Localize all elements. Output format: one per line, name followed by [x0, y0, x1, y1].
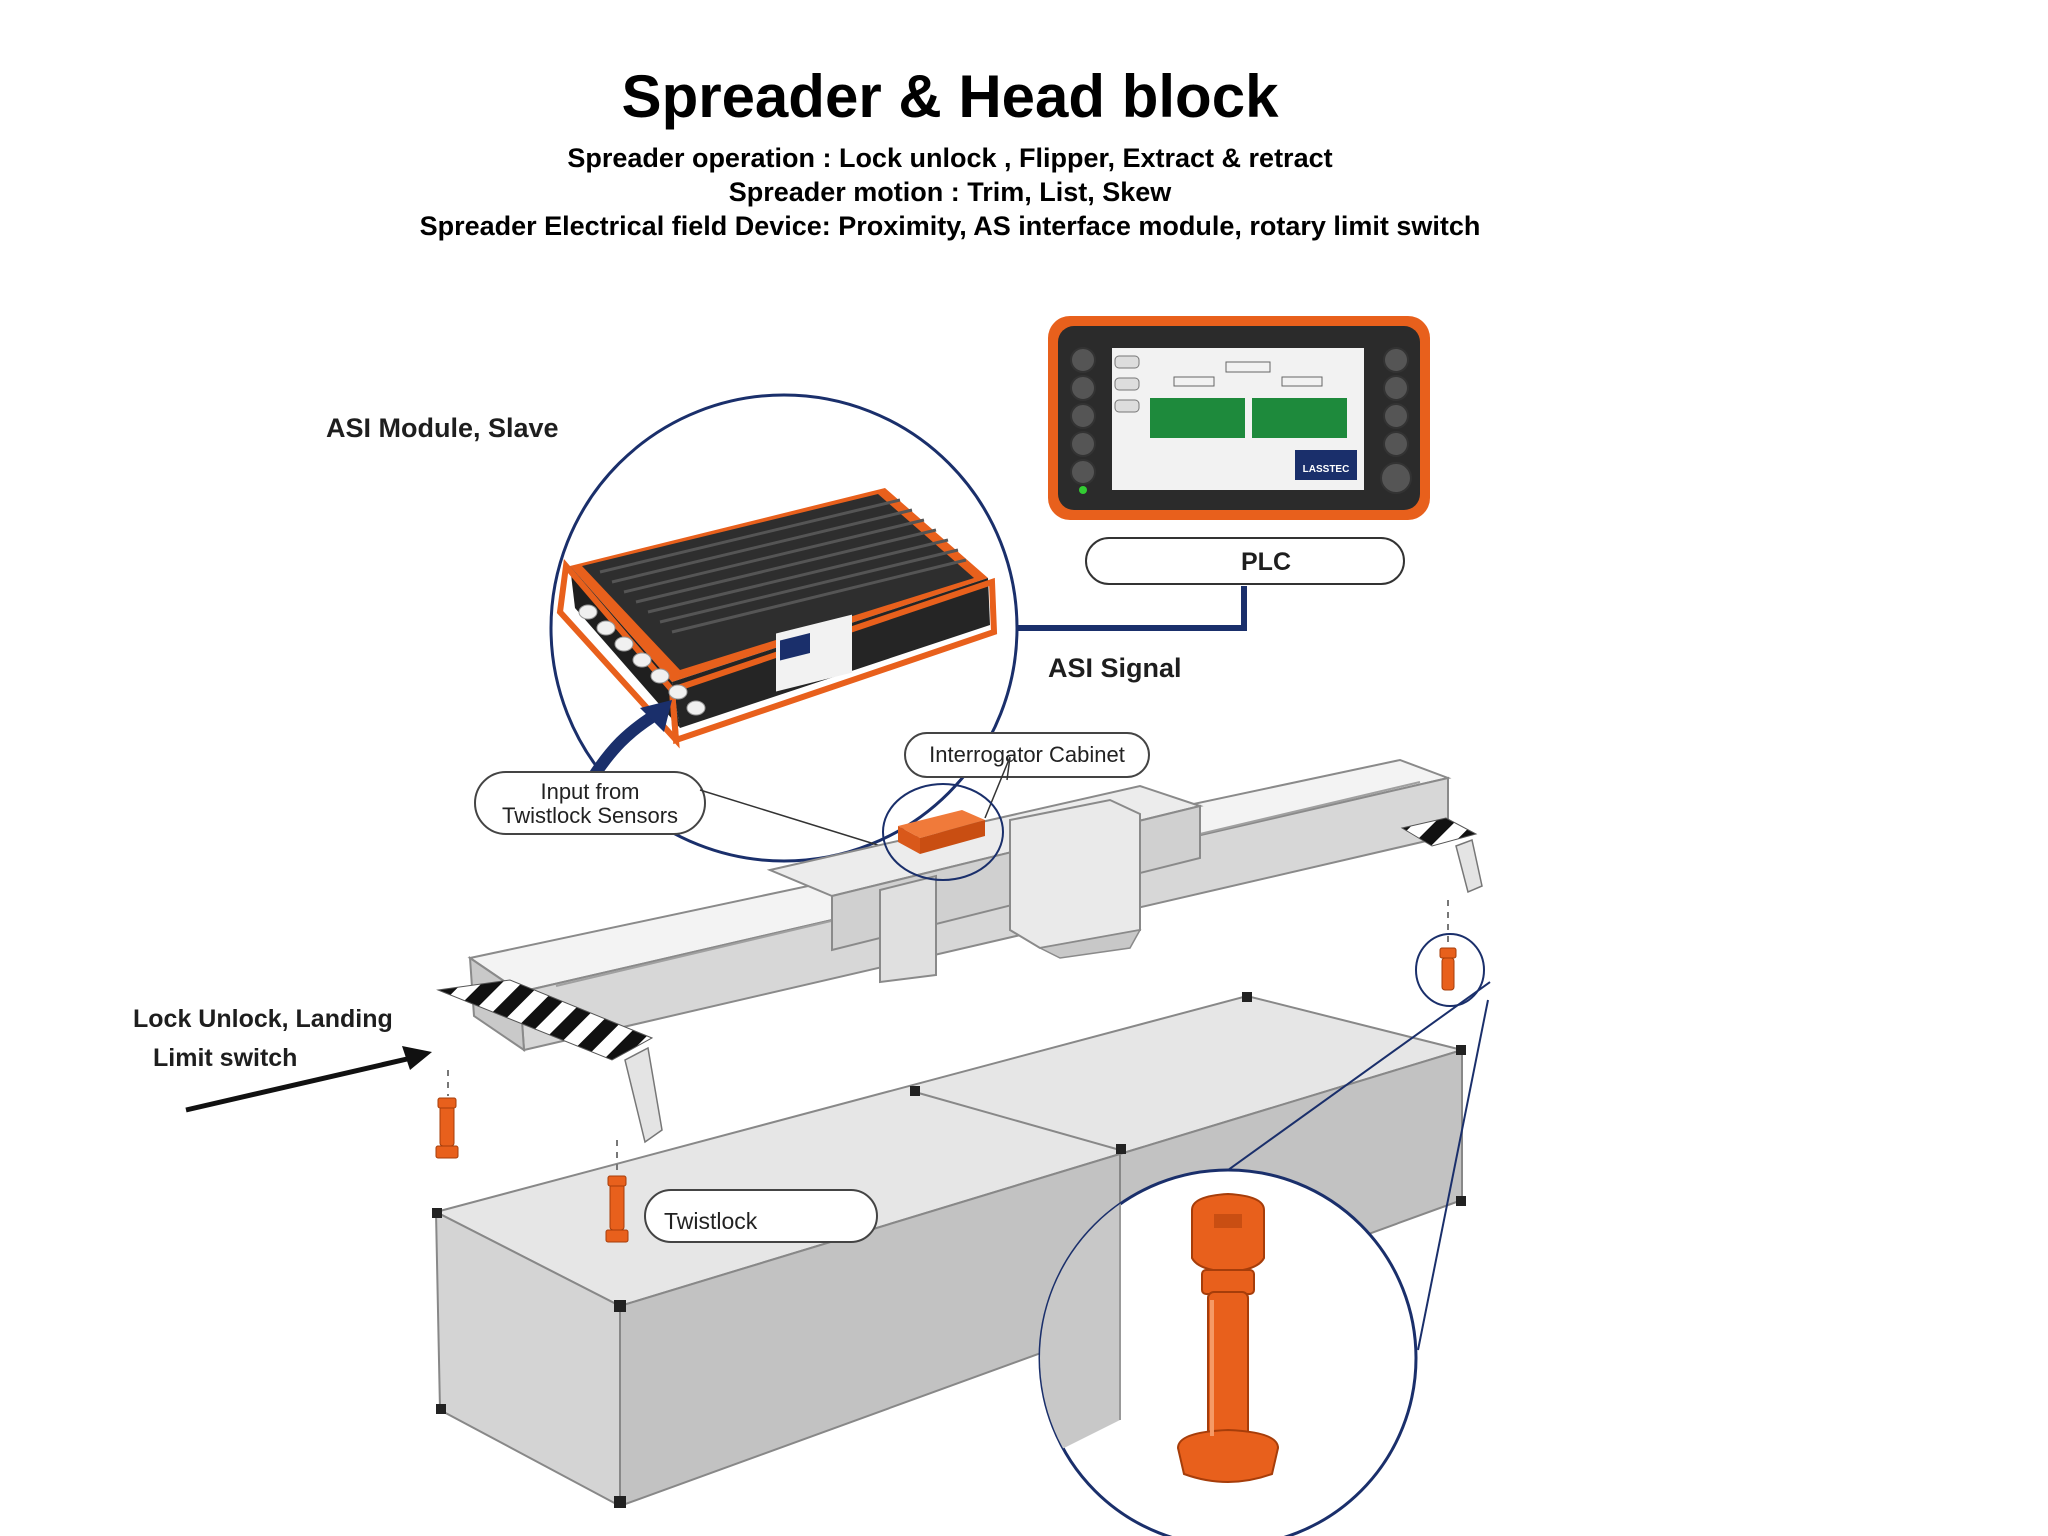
input-label-line1: Input from: [540, 779, 639, 804]
interrogator-label-box: [904, 732, 1150, 778]
plc-hmi-panel: LASSTEC: [1048, 316, 1430, 520]
twistlock-zoom: [1038, 981, 1491, 1536]
hmi-brand-logo: LASSTEC: [1303, 464, 1350, 475]
input-label-box: [474, 771, 706, 835]
spreader-field-device-line: Spreader Electrical field Device: Proxim…: [419, 211, 1481, 241]
plc-label-box: [1085, 537, 1405, 585]
spreader-motion-line: Spreader motion : Trim, List, Skew: [728, 177, 1172, 207]
spreader-beam: [436, 758, 1483, 1144]
plc-label: PLC: [1241, 548, 1291, 576]
spreader-operation-line: Spreader operation : Lock unlock , Flipp…: [567, 143, 1333, 173]
asi-module-zoom: [549, 393, 1019, 863]
lock-unlock-label-line1: Lock Unlock, Landing: [133, 1005, 393, 1033]
twistlock-label: Twistlock: [664, 1208, 758, 1234]
page-title: Spreader & Head block: [621, 63, 1279, 130]
asi-module-label: ASI Module, Slave: [326, 413, 559, 443]
input-label-line2: Twistlock Sensors: [502, 803, 678, 828]
twistlock-small: [435, 947, 1457, 1243]
asi-signal-label: ASI Signal: [1048, 653, 1182, 683]
lock-unlock-label-line2: Limit switch: [153, 1044, 297, 1072]
interrogator-label: Interrogator Cabinet: [929, 742, 1125, 767]
twistlock-label-box: [644, 1189, 878, 1243]
limit-switch-arrow: [185, 1053, 421, 1113]
